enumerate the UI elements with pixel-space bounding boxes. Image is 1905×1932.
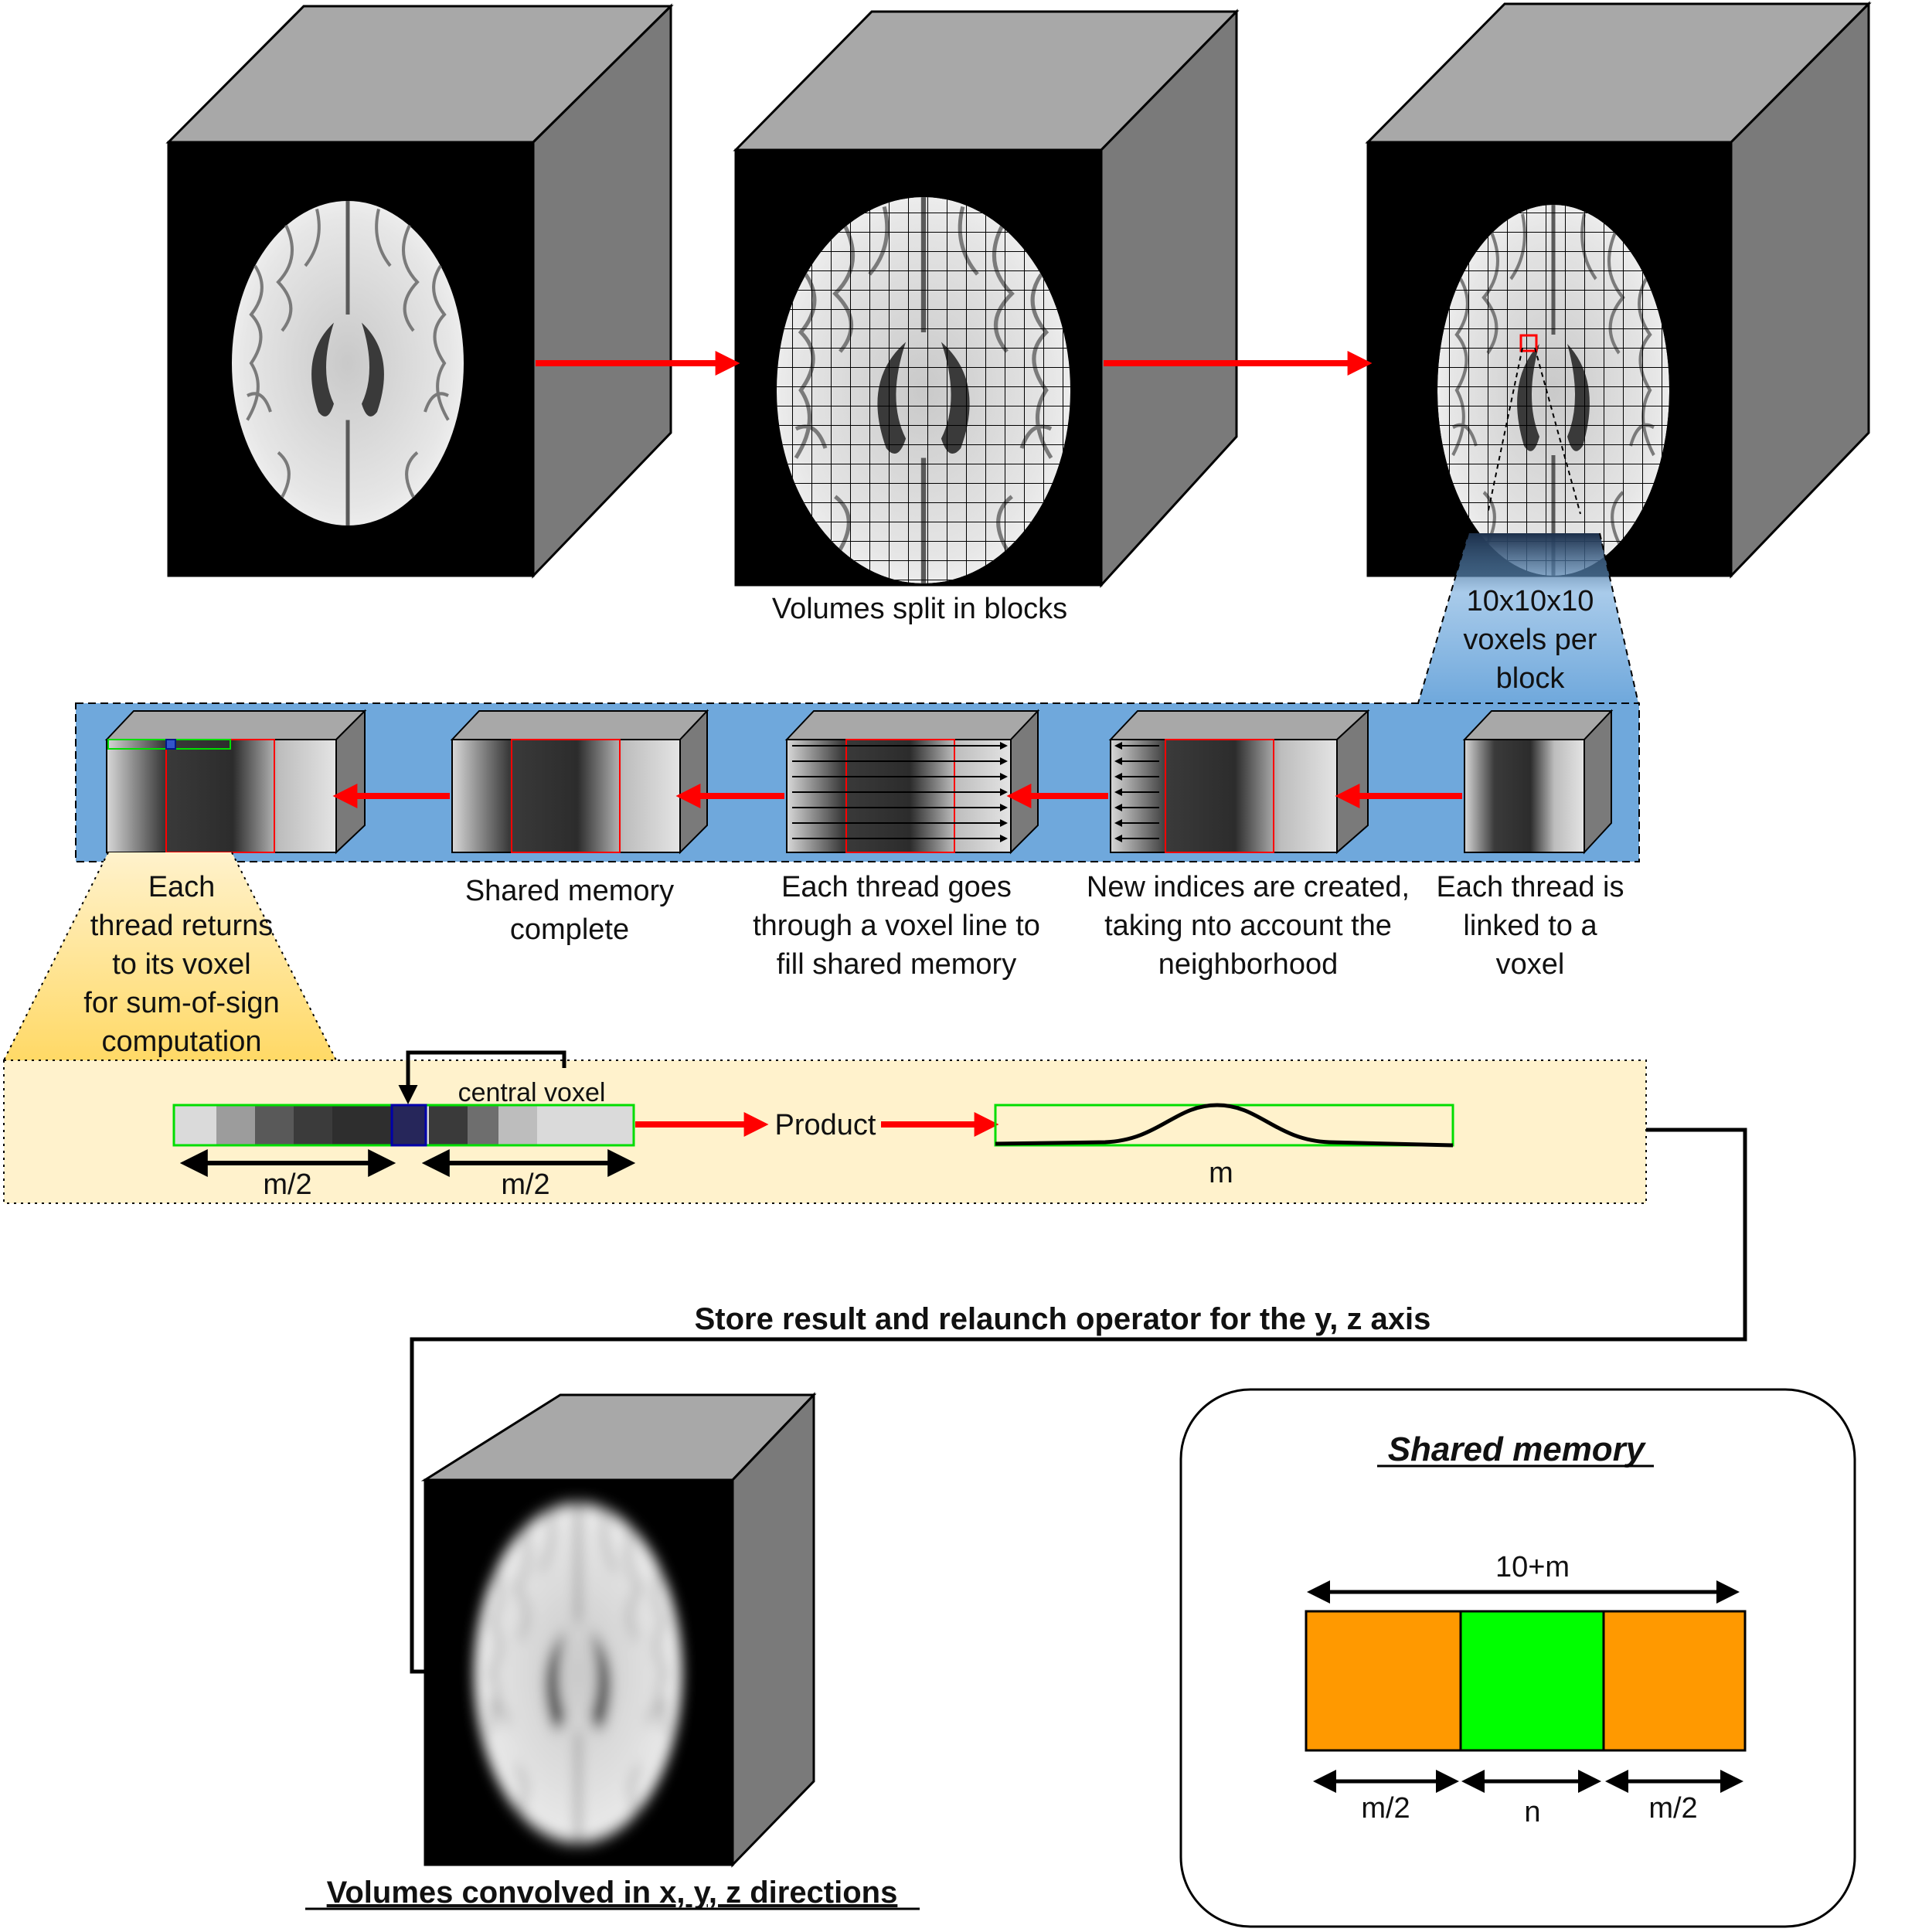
zoom-funnel — [1418, 533, 1638, 703]
halo-right-segment — [1602, 1610, 1747, 1752]
kernel-width-label: m — [1209, 1157, 1233, 1189]
halo-right-label: m/2 — [1648, 1792, 1697, 1825]
step3-line2: through a voxel line to — [753, 910, 1040, 942]
step5-line1: Each — [148, 871, 216, 903]
gaussian-kernel — [994, 1103, 1454, 1148]
brain-slice-image — [232, 201, 464, 526]
cube-convolved-volume — [420, 1392, 817, 1868]
step5-line2: thread returns — [90, 910, 274, 942]
relaunch-label: Store result and relaunch operator for t… — [695, 1302, 1431, 1336]
step4-line2: complete — [510, 913, 629, 946]
detail-funnel — [4, 852, 336, 1060]
halo-left-label: m/2 — [1361, 1792, 1410, 1825]
step5-line3: to its voxel — [112, 948, 251, 981]
block-linked-voxel — [1462, 709, 1614, 855]
block-new-indices — [1108, 709, 1370, 855]
selected-block-marker — [1519, 334, 1538, 352]
step5-line4: for sum-of-sign — [83, 987, 279, 1019]
step2-line3: neighborhood — [1158, 948, 1338, 981]
half-width-left-label: m/2 — [263, 1168, 311, 1201]
cube-split-volume — [733, 9, 1240, 588]
step5-line5: computation — [101, 1026, 261, 1058]
step3-line3: fill shared memory — [777, 948, 1016, 981]
step1-line1: Each thread is — [1437, 871, 1624, 903]
step-captions: Each thread is linked to a voxel New ind… — [465, 871, 1624, 981]
central-voxel-pointer — [398, 1050, 566, 1104]
block-size-line-1: 10x10x10 — [1467, 585, 1594, 617]
central-voxel-label: central voxel — [458, 1078, 606, 1107]
cube-original-volume — [165, 3, 674, 579]
product-label: Product — [775, 1109, 876, 1141]
core-label: n — [1524, 1796, 1540, 1828]
step2-line1: New indices are created, — [1087, 871, 1410, 903]
block-size-line-3: block — [1496, 662, 1566, 695]
step3-line1: Each thread goes — [781, 871, 1012, 903]
halo-left-segment — [1305, 1610, 1462, 1752]
step1-line3: voxel — [1496, 948, 1565, 981]
core-segment — [1459, 1610, 1605, 1752]
block-size-line-2: voxels per — [1463, 624, 1597, 656]
split-caption: Volumes split in blocks — [772, 593, 1067, 625]
shared-memory-title: Shared memory — [1388, 1430, 1647, 1468]
total-width-label: 10+m — [1495, 1551, 1570, 1583]
step2-line2: taking nto account the — [1104, 910, 1392, 942]
cube-blocks-volume — [1365, 1, 1872, 579]
central-voxel-box — [390, 1104, 427, 1147]
block-shared-memory-complete — [450, 709, 709, 855]
result-caption: Volumes convolved in x, y, z directions — [327, 1876, 898, 1910]
blurred-brain-image — [474, 1503, 682, 1843]
voxel-line — [172, 1104, 635, 1147]
block-return-to-voxel — [104, 709, 367, 855]
half-width-right-label: m/2 — [501, 1168, 549, 1201]
step4-line1: Shared memory — [465, 875, 674, 907]
block-fill-shared-memory — [784, 709, 1040, 855]
relaunch-connector — [410, 1128, 1747, 1674]
step1-line2: linked to a — [1463, 910, 1597, 942]
